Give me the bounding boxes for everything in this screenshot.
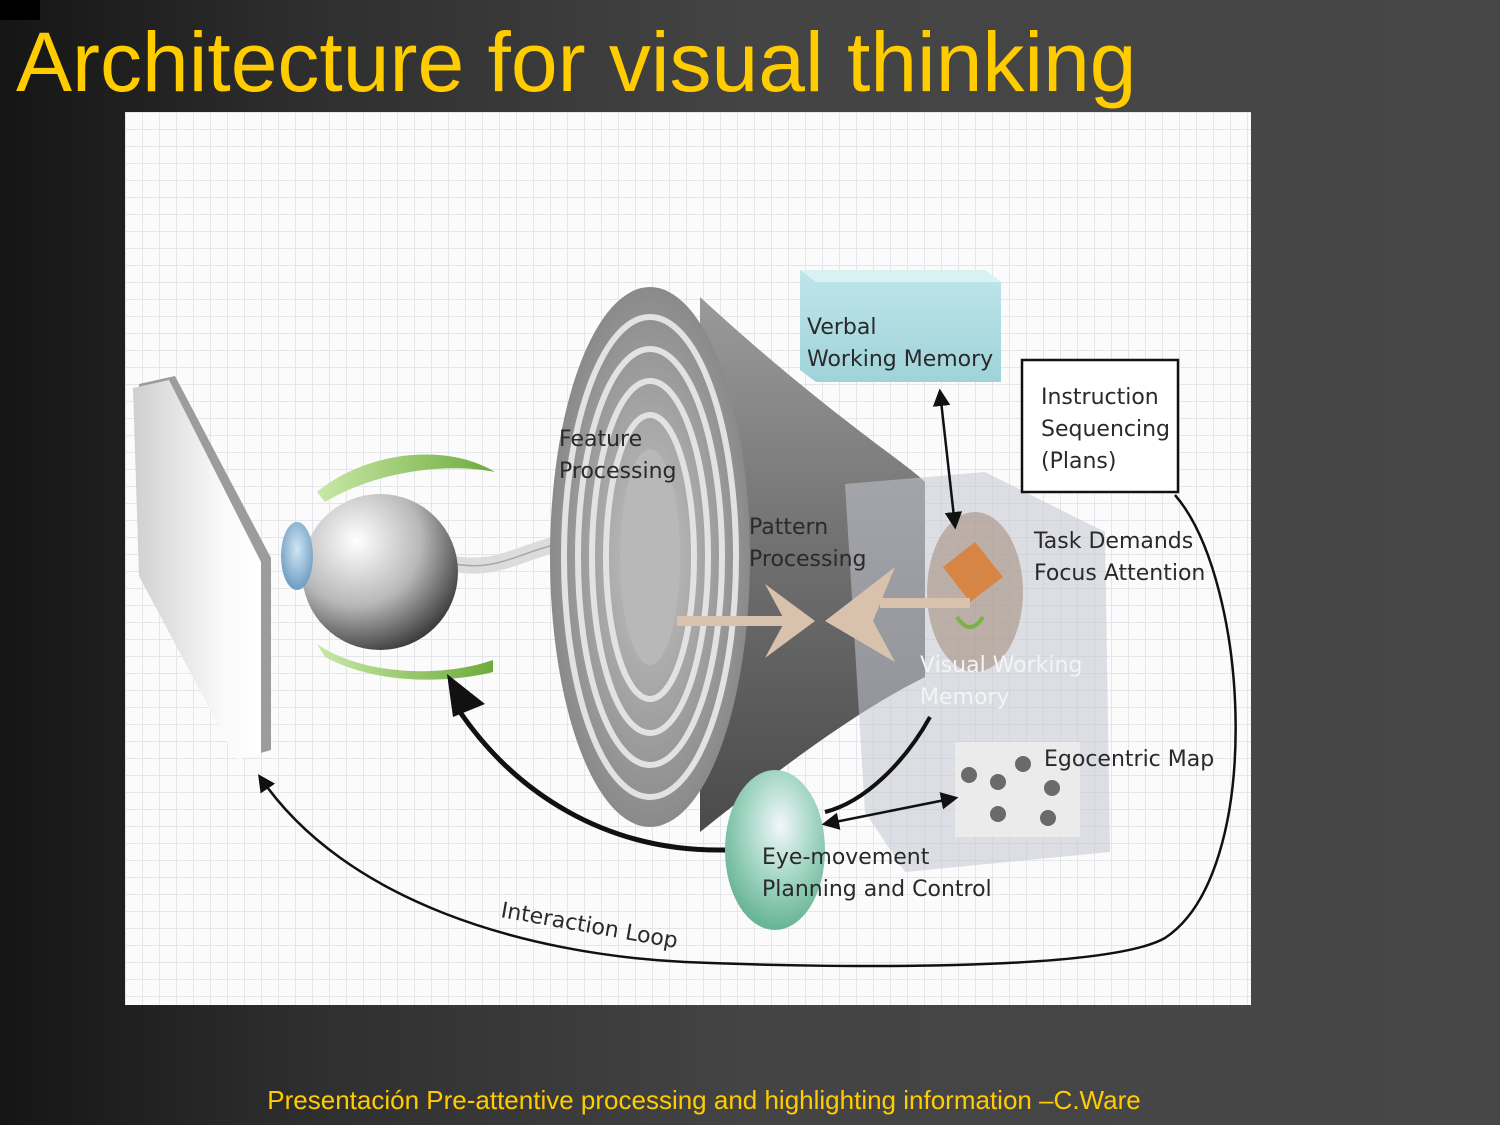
attention-cube xyxy=(943,542,1003,602)
eye-movement-label: Eye-movement Planning and Control xyxy=(762,845,992,902)
verbal-visual-arrow xyxy=(932,388,963,530)
eyeball xyxy=(302,494,458,650)
instruction-sequencing-label: Instruction Sequencing (Plans) xyxy=(1041,385,1177,474)
visual-working-memory-label: Visual Working Memory xyxy=(920,653,1089,710)
verbal-working-memory-label: Verbal Working Memory xyxy=(807,315,993,372)
egocentric-map-dots xyxy=(961,756,1060,826)
eye-lens xyxy=(281,522,313,590)
eye-movement-egg xyxy=(725,770,825,930)
instruction-sequencing-box xyxy=(1020,358,1180,494)
egocentric-map-label: Egocentric Map xyxy=(1044,747,1214,772)
disc-rings xyxy=(561,314,739,800)
interaction-loop-label: Interaction Loop xyxy=(499,898,680,954)
verbal-working-memory-box xyxy=(800,270,1001,382)
pattern-processing-label: Pattern Processing xyxy=(749,515,866,572)
eye-map-arrow xyxy=(821,792,959,830)
upper-lid-shape xyxy=(317,454,495,502)
attention-mark xyxy=(955,615,985,629)
display-screen xyxy=(133,376,271,760)
corner-decoration xyxy=(0,0,40,20)
interaction-loop-path xyxy=(258,494,1237,968)
diagram-canvas: Feature Processing Pattern Processing Ve… xyxy=(133,270,1237,968)
lower-lid-shape xyxy=(317,644,493,680)
feature-processing-label: Feature Processing xyxy=(559,427,676,484)
task-demands-label: Task Demands Focus Attention xyxy=(1033,529,1205,586)
pattern-flow-arrows xyxy=(677,567,970,662)
eye-movement-control-arrow xyxy=(457,710,726,853)
slide-footer: Presentación Pre-attentive processing an… xyxy=(267,1085,1141,1115)
architecture-diagram: Feature Processing Pattern Processing Ve… xyxy=(125,112,1251,1005)
memory-to-eye-path xyxy=(824,716,932,814)
slide-title: Architecture for visual thinking xyxy=(16,15,1137,109)
eye-movement-arrowhead xyxy=(447,674,485,717)
